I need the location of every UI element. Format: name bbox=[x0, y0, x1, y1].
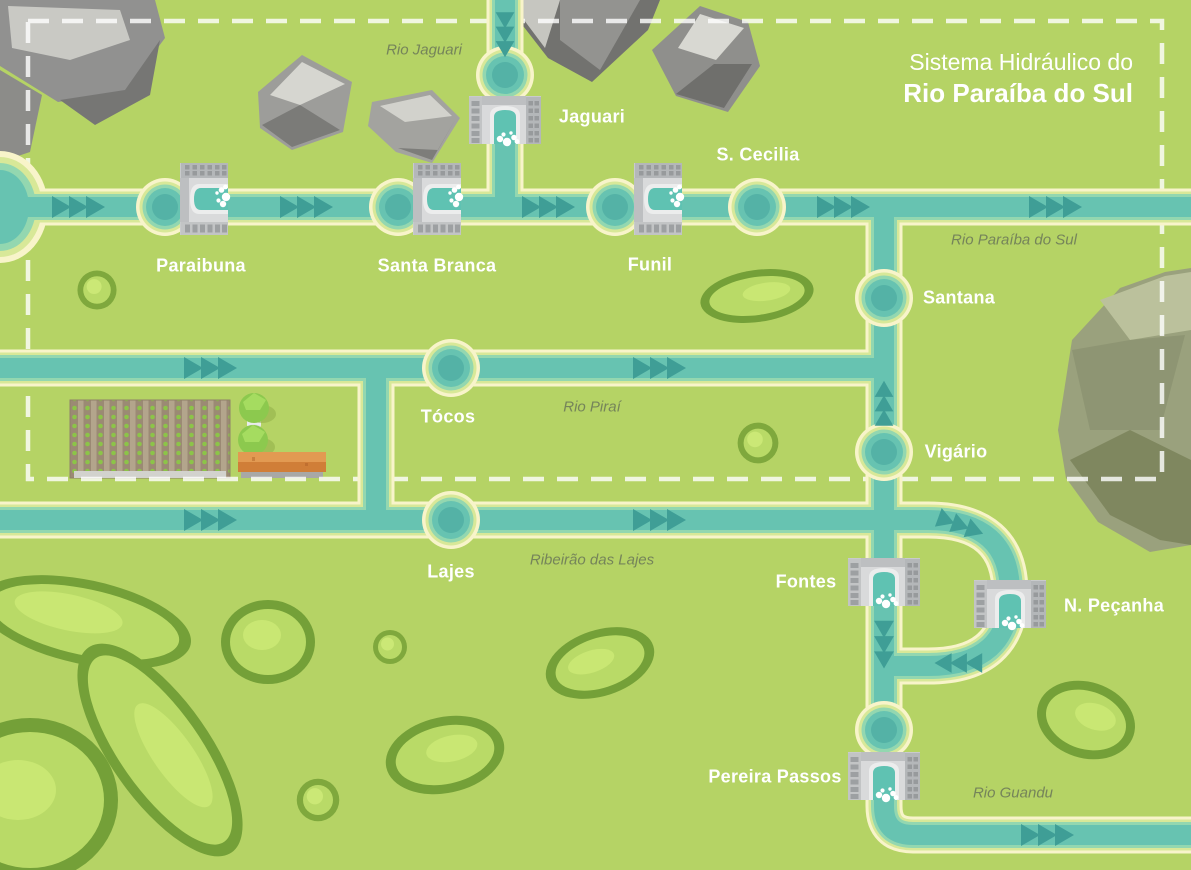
map-title-line1: Sistema Hidráulico do bbox=[909, 49, 1133, 75]
reservoir-node-lajes bbox=[422, 491, 480, 549]
bush-cluster bbox=[0, 269, 1135, 870]
dam-icon-n-pecanha bbox=[974, 580, 1046, 631]
reservoir-node-pereira-passos bbox=[855, 701, 913, 759]
dam-icon-fontes bbox=[848, 558, 920, 609]
reservoir-node-vigario bbox=[855, 423, 913, 481]
dam-icon-paraibuna bbox=[180, 163, 231, 235]
big-rock-right bbox=[1058, 268, 1191, 552]
log-icon bbox=[238, 452, 326, 478]
dam-icon-jaguari bbox=[469, 96, 541, 147]
dam-icon-funil bbox=[634, 163, 685, 235]
rock-icon bbox=[652, 6, 760, 112]
reservoir-node-santana bbox=[855, 269, 913, 327]
reservoir-node-s-cecilia bbox=[728, 178, 786, 236]
farm-field bbox=[69, 399, 231, 479]
rock-icon bbox=[258, 55, 352, 150]
dam-icon-pereira-passos bbox=[848, 752, 920, 803]
reservoir-node-tocos bbox=[422, 339, 480, 397]
map-title-line2: Rio Paraíba do Sul bbox=[903, 77, 1133, 108]
dam-icon-santa-branca bbox=[413, 163, 464, 235]
rock-icon bbox=[368, 90, 460, 163]
map-title: Sistema Hidráulico do Rio Paraíba do Sul bbox=[903, 48, 1133, 109]
dashed-boundary bbox=[25, 18, 1165, 482]
